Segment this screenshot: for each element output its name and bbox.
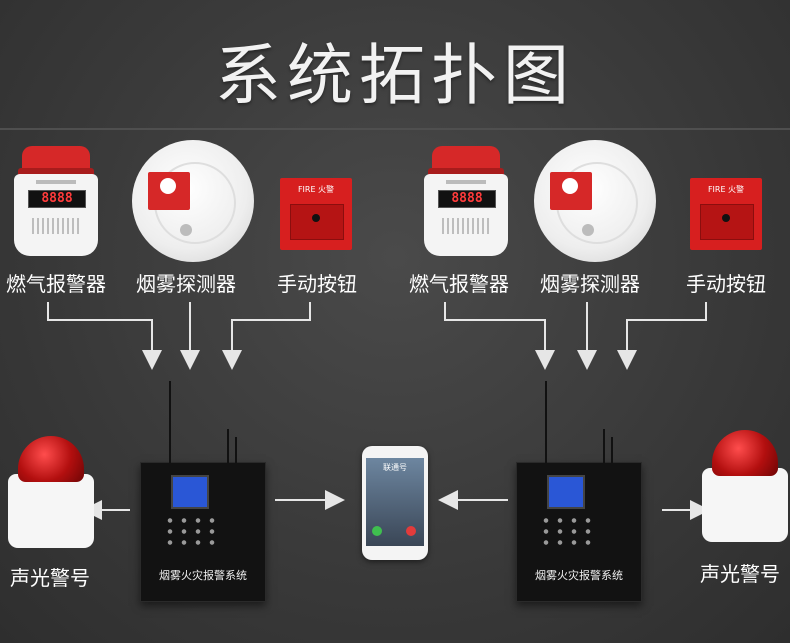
gas-detector-left: 8888 — [14, 146, 98, 256]
button-label-right: 手动按钮 — [686, 272, 766, 296]
arrow-gas-left — [47, 302, 162, 370]
phone-title: 联通号 — [383, 463, 407, 472]
siren-label-left: 声光警号 — [10, 566, 90, 590]
smoke-label-left: 烟雾探测器 — [136, 272, 236, 296]
manual-button-left: FIRE 火警 — [280, 178, 352, 250]
answer-icon — [372, 526, 382, 536]
smoke-detector-left — [132, 140, 254, 262]
siren-label-right: 声光警号 — [700, 562, 780, 586]
smoke-detector-right — [534, 140, 656, 262]
alarm-panel-left: 烟雾火灾报警系统 — [140, 381, 266, 602]
panel-text-right: 烟雾火灾报警系统 — [535, 569, 623, 582]
manual-button-right: FIRE 火警 — [690, 178, 762, 250]
arrow-gas-right — [444, 302, 555, 370]
gas-detector-right: 8888 — [424, 146, 508, 256]
smoke-label-right: 烟雾探测器 — [540, 272, 640, 296]
mobile-phone: 联通号 — [362, 446, 428, 560]
hangup-icon — [406, 526, 416, 536]
button-text-right: FIRE 火警 — [707, 185, 745, 194]
panel-text-left: 烟雾火灾报警系统 — [159, 569, 247, 582]
strobe-siren-right — [702, 430, 788, 542]
title-divider — [0, 128, 790, 130]
alarm-panel-right: 烟雾火灾报警系统 — [516, 381, 642, 602]
button-text-left: FIRE 火警 — [297, 185, 335, 194]
strobe-siren-left — [8, 436, 94, 548]
page-title: 系统拓扑图 — [215, 37, 575, 114]
button-label-left: 手动按钮 — [277, 272, 357, 296]
arrow-button-left — [222, 302, 311, 370]
gas-display-right: 8888 — [438, 190, 496, 208]
gas-label-right: 燃气报警器 — [409, 272, 509, 296]
arrow-button-right — [617, 302, 707, 370]
gas-label-left: 燃气报警器 — [6, 272, 106, 296]
gas-display-left: 8888 — [28, 190, 86, 208]
